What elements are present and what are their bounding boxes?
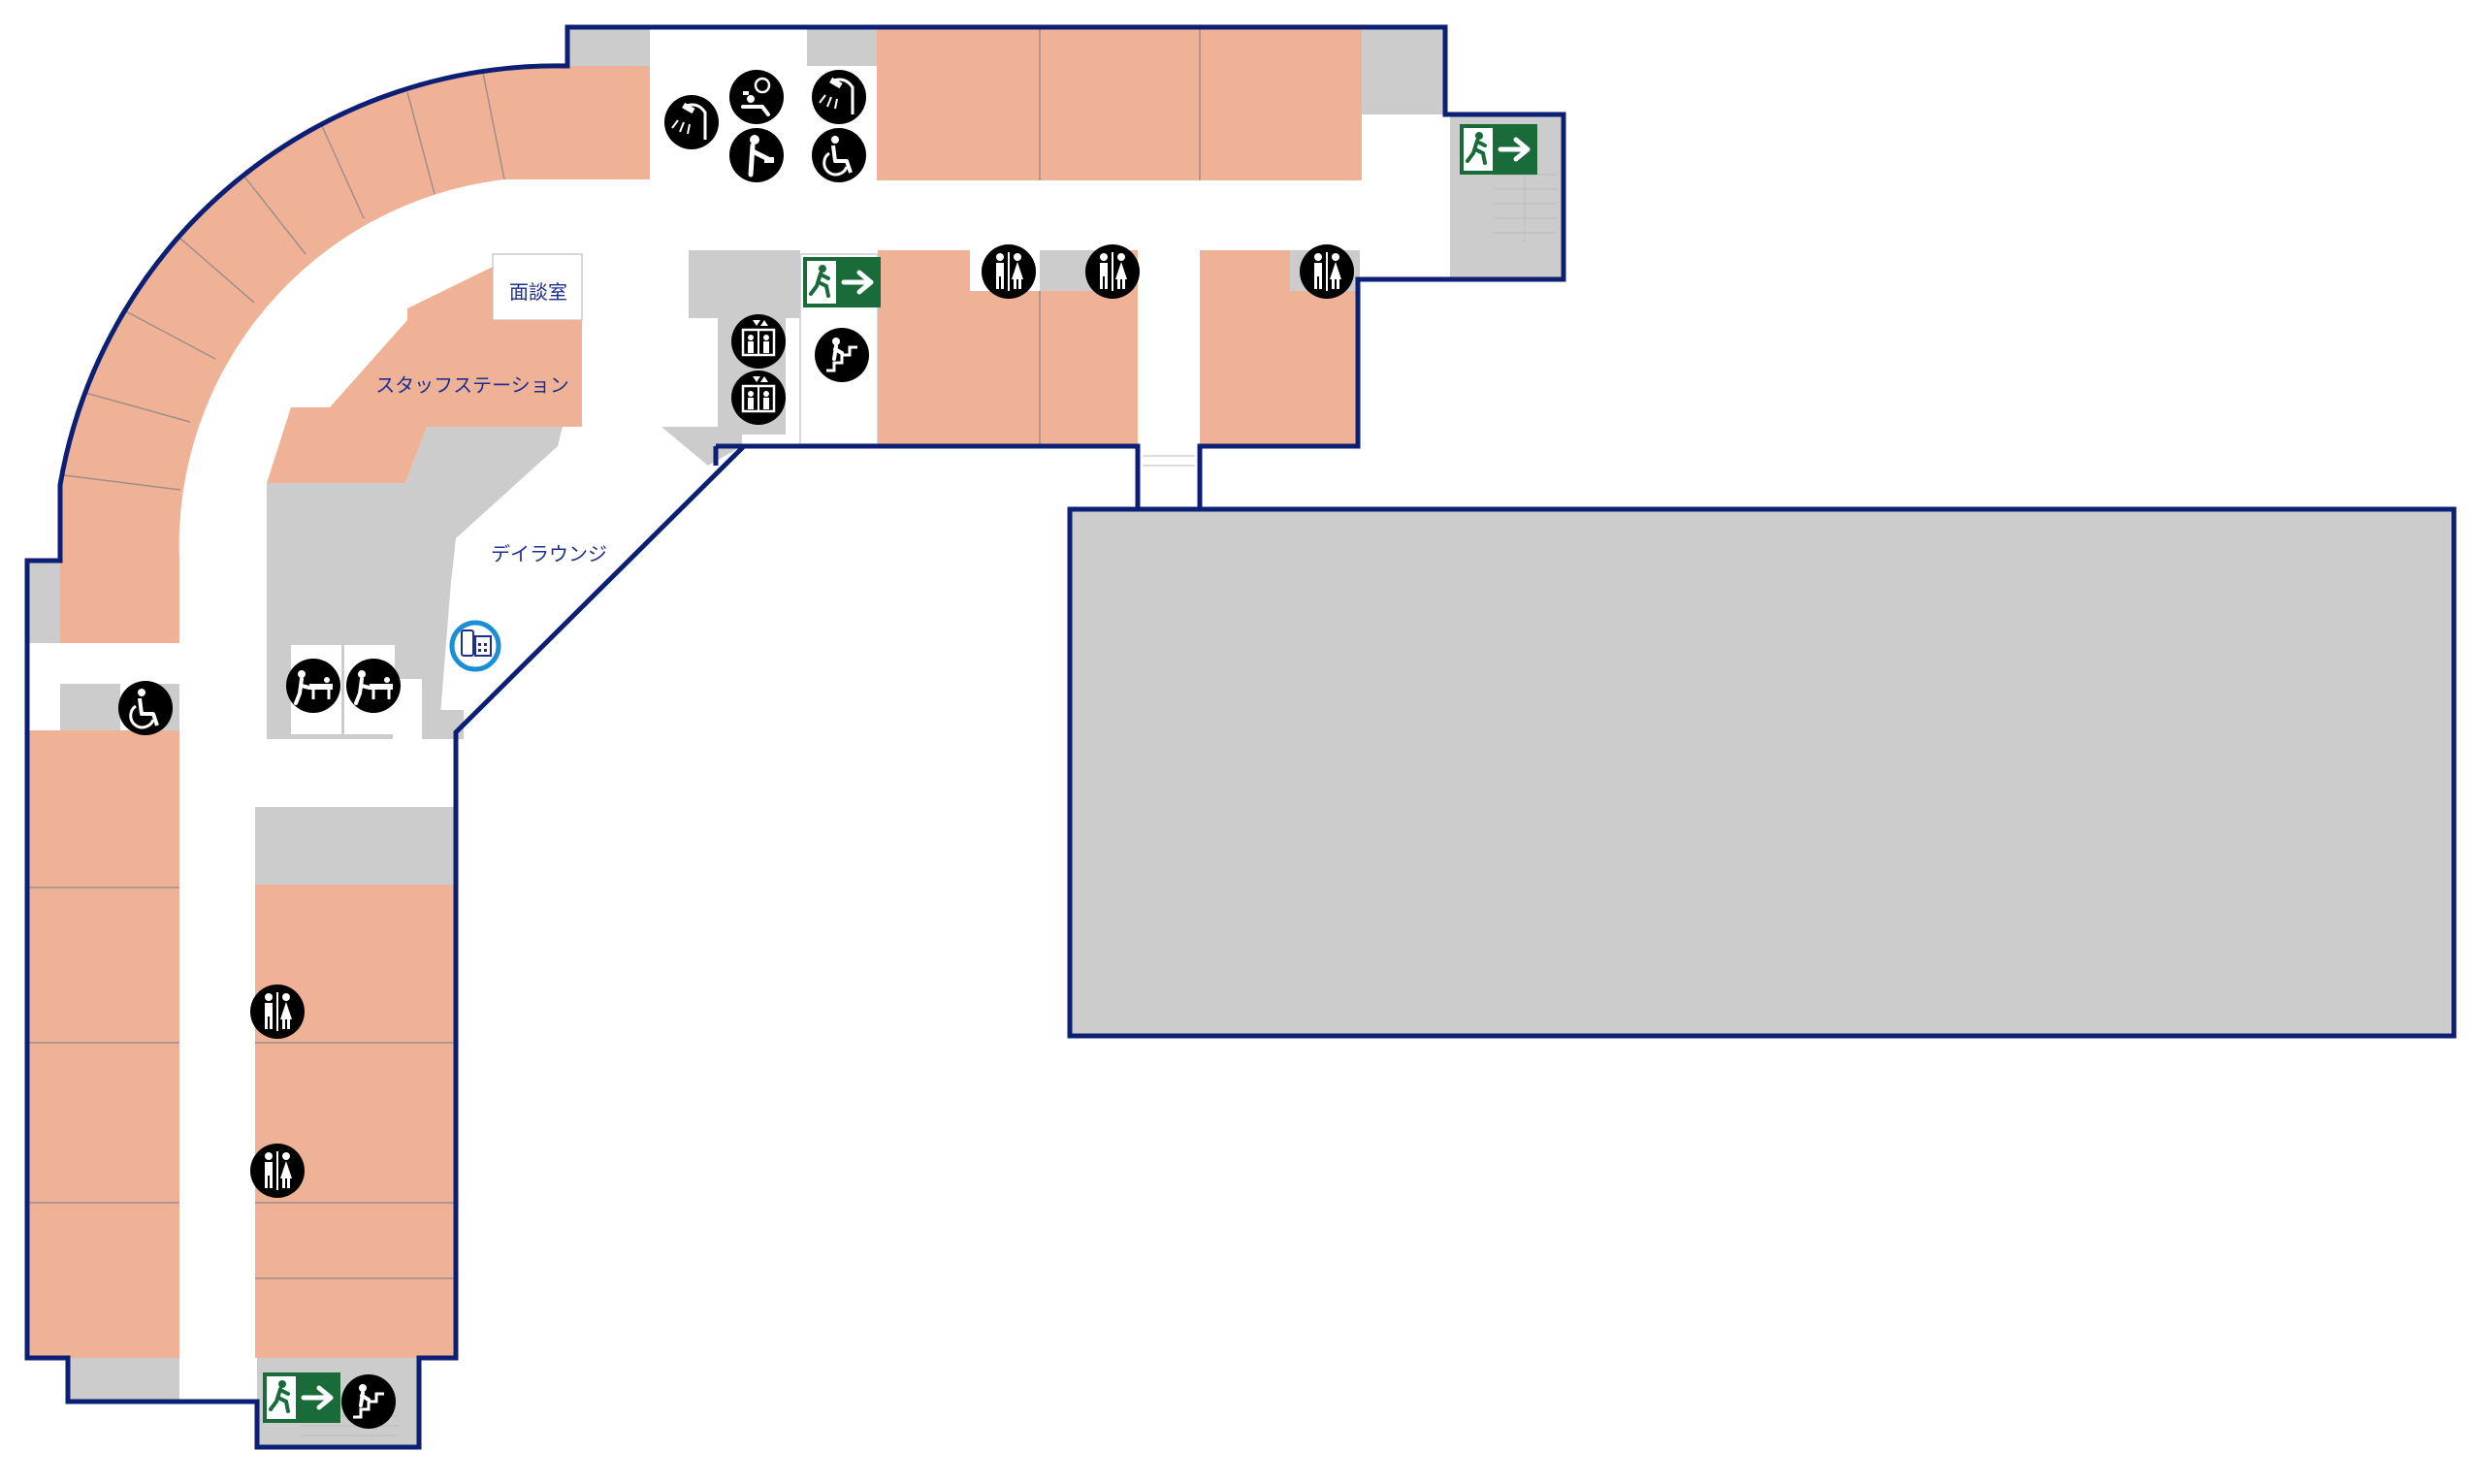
restroom-icon[interactable] [249,1143,306,1199]
emergency-exit-icon[interactable] [1460,124,1537,175]
interview-room-label: 面談室 [509,280,567,304]
west-inner-rooms [255,885,456,1358]
stretcher-bath-icon[interactable] [284,657,342,715]
west-outer-rooms [27,730,179,1358]
phone-icon[interactable] [449,620,501,672]
baby-care-icon[interactable] [727,68,786,126]
shower-icon[interactable] [662,93,721,151]
east-building-block [1067,506,2457,1039]
emergency-exit-icon[interactable] [803,257,881,307]
staff-station [267,267,582,483]
stairs-icon[interactable] [339,1372,398,1431]
north-rooms [877,27,1362,180]
elevator-icon[interactable] [729,369,788,427]
emergency-exit-icon[interactable] [263,1372,340,1423]
restroom-icon[interactable] [1299,243,1355,300]
hand-washing-icon[interactable] [729,128,784,182]
restroom-icon[interactable] [981,243,1037,300]
curved-room-band [60,65,567,562]
restroom-icon[interactable] [249,984,306,1040]
staff-station-label: スタッフステーション [375,373,569,397]
elevator-icon[interactable] [729,312,788,371]
stairs-icon[interactable] [813,326,871,384]
building-outline [24,24,1566,1450]
stretcher-bath-icon[interactable] [344,657,403,715]
day-lounge-label: デイラウンジ [491,542,607,565]
wheelchair-icon[interactable] [116,679,175,737]
restroom-icon[interactable] [1084,243,1141,300]
wheelchair-icon[interactable] [810,126,868,184]
curved-room-dividers [63,72,505,491]
shower-icon[interactable] [810,68,868,126]
